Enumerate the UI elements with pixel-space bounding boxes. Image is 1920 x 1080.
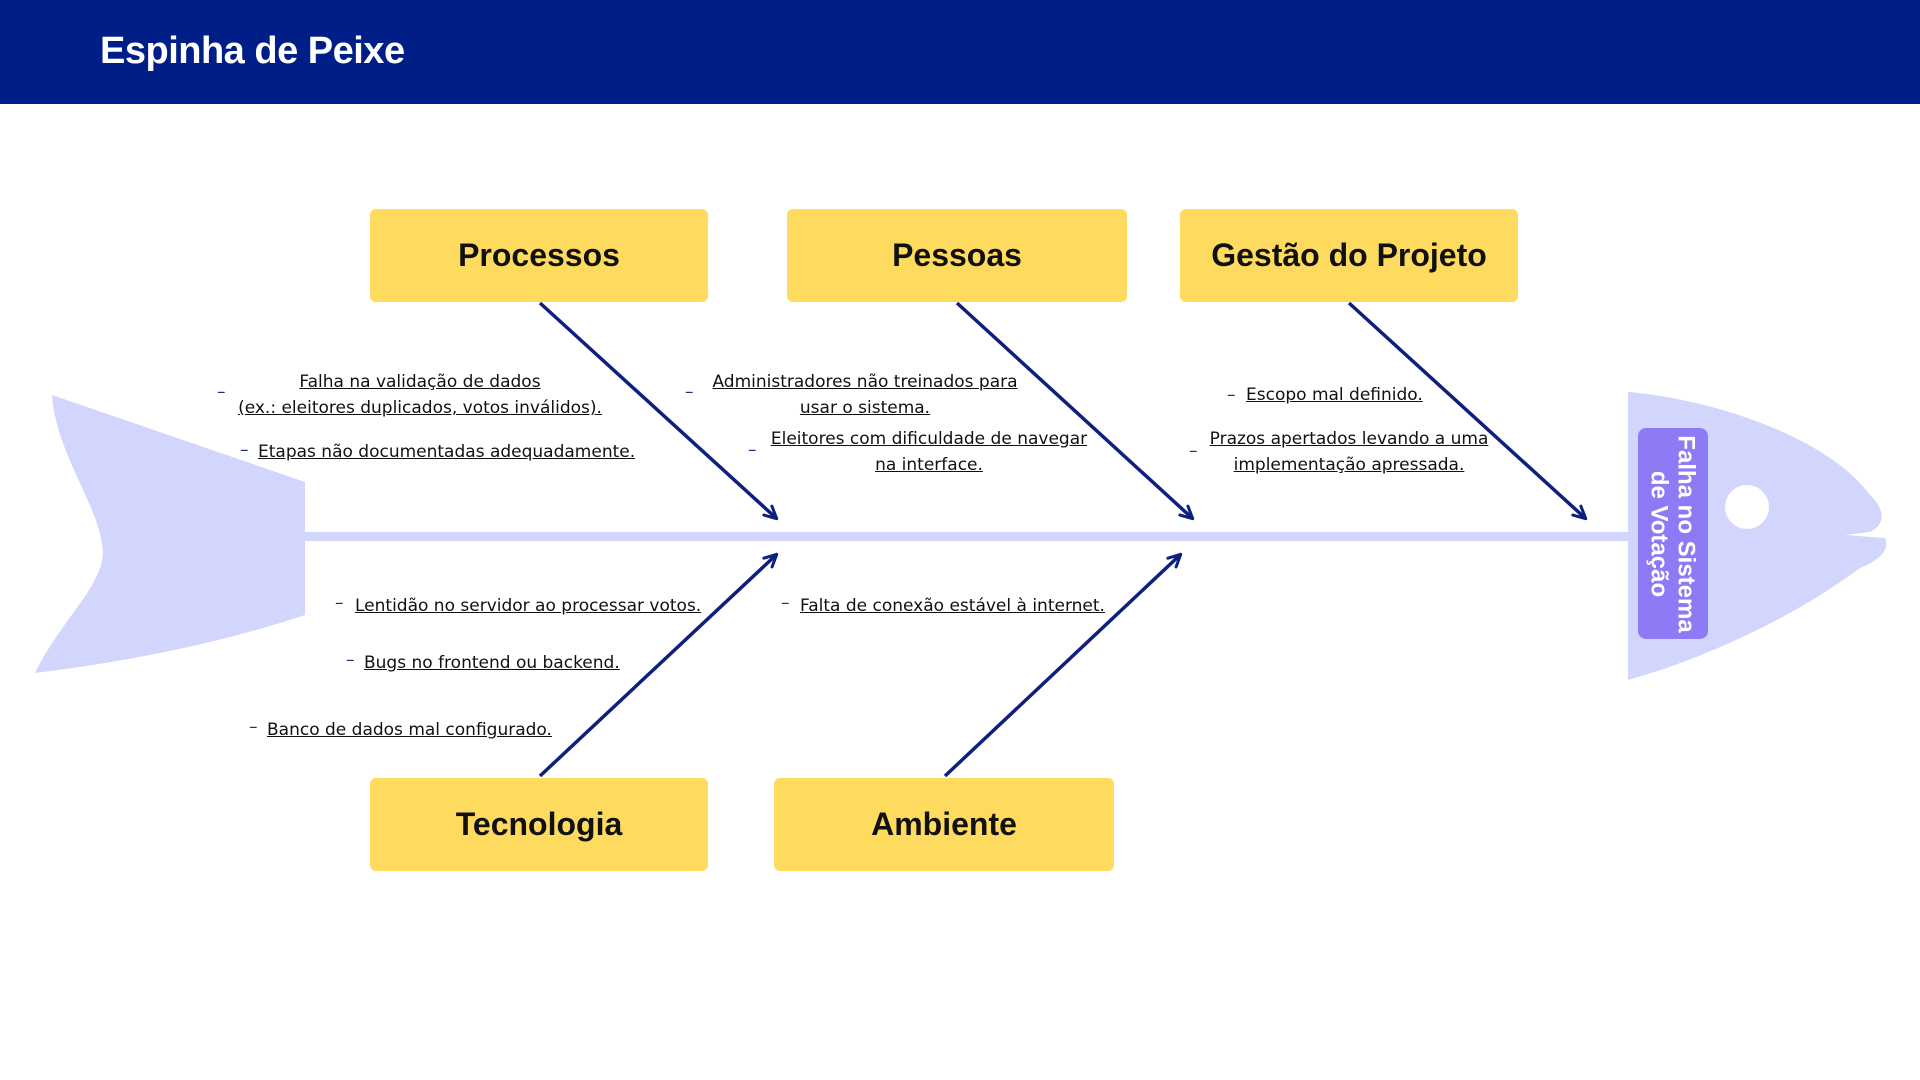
cause-gestao-1: Escopo mal definido. [1246, 382, 1423, 408]
problem-label: Falha no Sistema de Votação [1646, 435, 1700, 632]
cause-text: na interface. [875, 455, 983, 475]
bone-arrow-tecnologia [538, 552, 779, 778]
cause-tecnologia-2: Bugs no frontend ou backend. [364, 650, 620, 676]
cause-text: Bugs no frontend ou backend. [364, 653, 620, 673]
bone-arrow-processos [538, 301, 779, 521]
category-label: Tecnologia [455, 806, 623, 842]
category-label: Ambiente [871, 806, 1017, 842]
fish-spine [300, 532, 1632, 541]
problem-text: Falha no Sistema [1673, 434, 1701, 633]
cause-text: usar o sistema. [799, 398, 931, 418]
cause-text: Administradores não treinados para [712, 372, 1018, 392]
category-label: Pessoas [892, 237, 1022, 273]
bone-arrow-gestao [1347, 301, 1588, 521]
cause-bullet: – [217, 382, 226, 402]
problem-box: Falha no Sistema de Votação [1638, 428, 1708, 639]
cause-text: Eleitores com dificuldade de navegar [770, 429, 1088, 449]
cause-processos-2: Etapas não documentadas adequadamente. [258, 439, 635, 465]
cause-text: (ex.: eleitores duplicados, votos inváli… [238, 398, 602, 418]
cause-pessoas-2: Eleitores com dificuldade de navegar na … [762, 426, 1096, 478]
cause-bullet: – [748, 440, 757, 460]
cause-text: Prazos apertados levando a uma [1209, 429, 1489, 449]
category-label: Gestão do Projeto [1211, 237, 1487, 273]
cause-text: Escopo mal definido. [1246, 385, 1423, 405]
cause-bullet: – [240, 440, 249, 460]
cause-gestao-2: Prazos apertados levando a uma implement… [1204, 426, 1494, 478]
cause-text: implementação apressada. [1233, 455, 1465, 475]
bone-arrow-ambiente [943, 552, 1183, 778]
cause-bullet: – [1227, 385, 1236, 405]
cause-tecnologia-1: Lentidão no servidor ao processar votos. [355, 593, 701, 619]
bone-arrow-pessoas [955, 301, 1195, 521]
cause-bullet: – [249, 717, 258, 737]
cause-bullet: – [1189, 441, 1198, 461]
cause-ambiente-1: Falta de conexão estável à internet. [800, 593, 1105, 619]
category-pessoas: Pessoas [787, 209, 1127, 302]
cause-bullet: – [781, 593, 790, 613]
category-processos: Processos [370, 209, 708, 302]
category-ambiente: Ambiente [774, 778, 1114, 871]
page-title: Espinha de Peixe [100, 30, 405, 72]
cause-processos-1: Falha na validação de dados (ex.: eleito… [230, 369, 610, 421]
cause-text: Banco de dados mal configurado. [267, 720, 552, 740]
header-bar: Espinha de Peixe [0, 0, 1920, 104]
cause-pessoas-1: Administradores não treinados para usar … [700, 369, 1030, 421]
cause-text: Falta de conexão estável à internet. [800, 596, 1105, 616]
category-tecnologia: Tecnologia [370, 778, 708, 871]
cause-bullet: – [685, 382, 694, 402]
cause-bullet: – [346, 650, 355, 670]
cause-tecnologia-3: Banco de dados mal configurado. [267, 717, 552, 743]
cause-bullet: – [335, 593, 344, 613]
category-label: Processos [458, 237, 620, 273]
problem-text: de Votação [1646, 470, 1674, 597]
fish-eye [1725, 485, 1769, 529]
cause-text: Etapas não documentadas adequadamente. [258, 442, 636, 462]
cause-text: Lentidão no servidor ao processar votos. [355, 596, 702, 616]
category-gestao-do-projeto: Gestão do Projeto [1180, 209, 1518, 302]
cause-text: Falha na validação de dados [299, 372, 541, 392]
fish-tail [35, 395, 305, 673]
